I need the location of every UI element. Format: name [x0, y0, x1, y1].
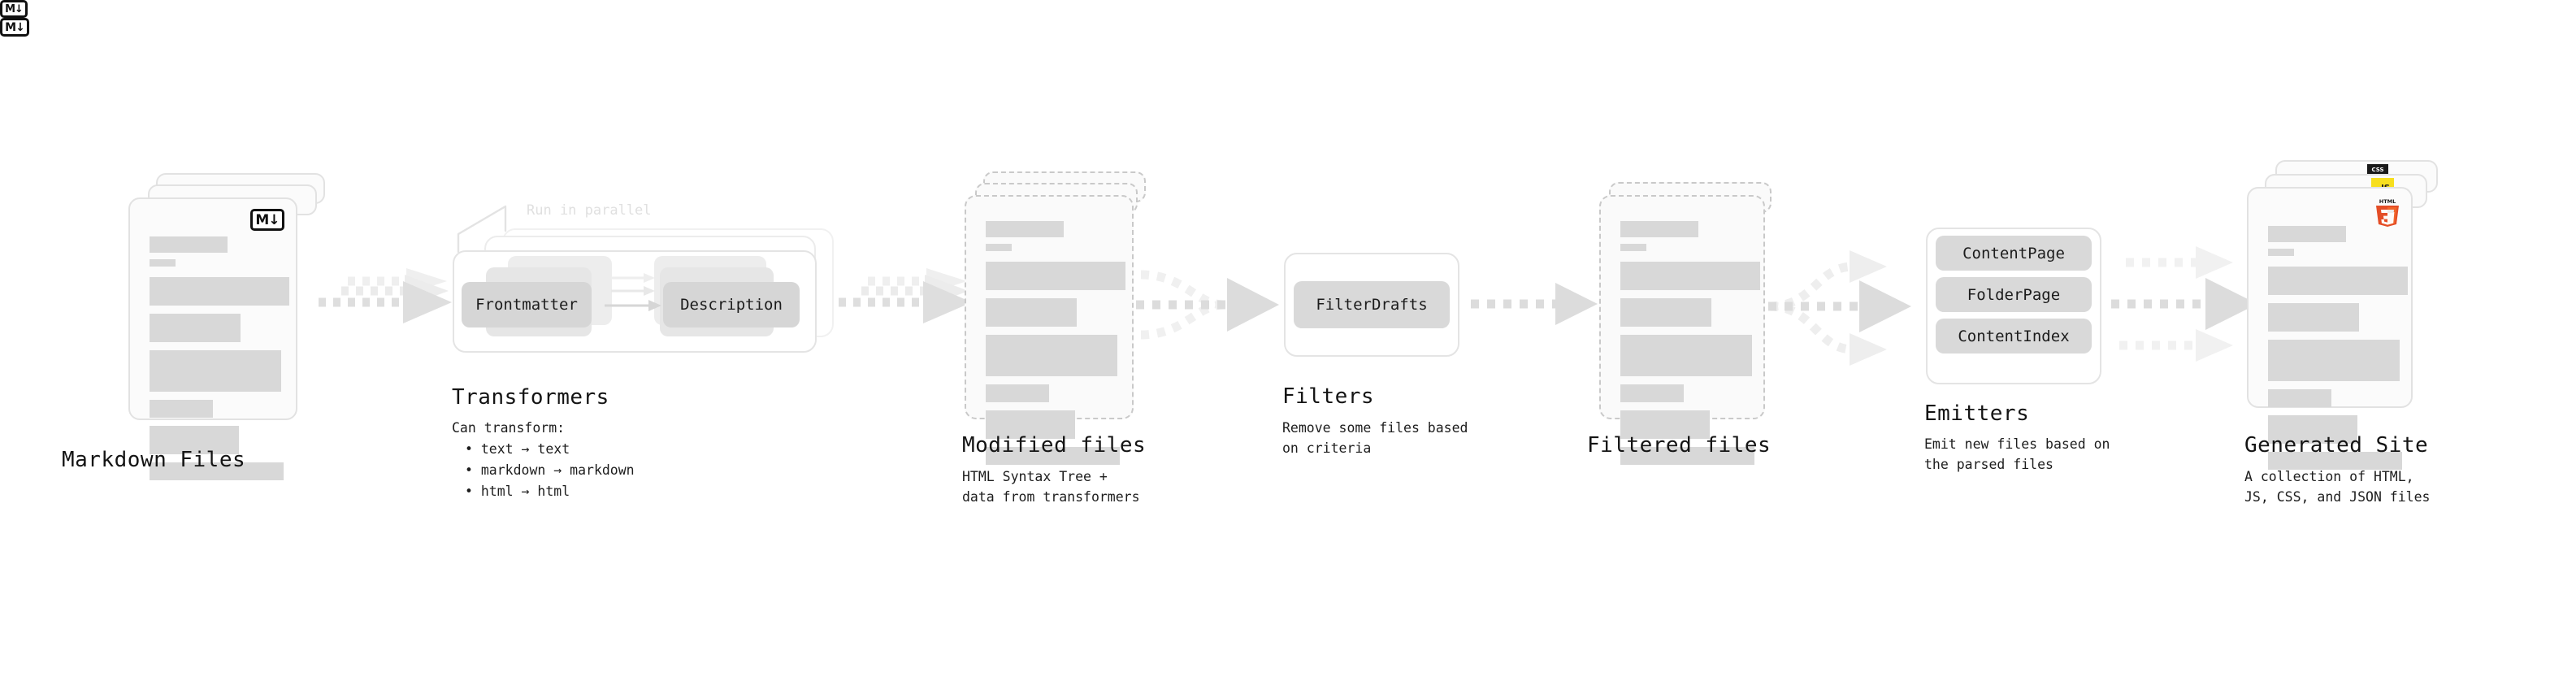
doc-line [2268, 389, 2331, 407]
doc-line [2268, 267, 2408, 295]
doc-line [150, 259, 176, 267]
doc-line [2268, 415, 2357, 444]
doc-line [150, 350, 281, 392]
doc-line [986, 221, 1064, 237]
conn-filters-to-filtered [1471, 283, 1598, 325]
stage-markdown-files: M↓ M↓ M↓ Markdown Files [0, 0, 325, 480]
doc-line [150, 462, 284, 480]
transformers-bullet-2: • html → html [465, 484, 570, 499]
generated-site-subtitle: A collection of HTML, JS, CSS, and JSON … [2244, 469, 2431, 505]
doc-line [1620, 298, 1711, 327]
emitters-subtitle: Emit new files based on the parsed files [1924, 436, 2110, 473]
doc-line [150, 426, 239, 454]
doc-line [150, 236, 228, 253]
transformers-subtitle: Can transform: [452, 420, 566, 436]
stage-title-filters: Filters [1282, 384, 1375, 409]
stage-title-transformers: Transformers [452, 385, 609, 410]
stage-title-markdown-files: Markdown Files [62, 448, 246, 472]
markdown-card-content [150, 236, 289, 480]
doc-line [986, 447, 1120, 465]
doc-line [986, 335, 1117, 376]
conn-md-to-transformers [319, 268, 452, 323]
doc-line [1620, 447, 1754, 465]
html5-icon: HTML [2376, 198, 2399, 227]
stage-title-emitters: Emitters [1924, 401, 2030, 426]
stage-title-modified-files: Modified files [962, 433, 1147, 458]
doc-line [2268, 226, 2346, 242]
doc-line [2268, 340, 2400, 381]
md-icon-back-1: M↓ [0, 18, 29, 37]
doc-line [1620, 244, 1646, 251]
stage-title-generated-site: Generated Site [2244, 433, 2429, 458]
svg-text:HTML: HTML [2379, 198, 2396, 205]
md-icon: M↓ [250, 209, 284, 231]
doc-line [1620, 384, 1684, 402]
chip-description[interactable]: Description [663, 282, 800, 327]
conn-emitters-to-site [2111, 246, 2257, 362]
conn-modified-to-filters [1136, 270, 1279, 340]
doc-line [1620, 410, 1710, 439]
chip-folderpage[interactable]: FolderPage [1936, 277, 2092, 312]
doc-line [1620, 221, 1698, 237]
doc-line [2268, 303, 2359, 332]
doc-line [150, 277, 289, 306]
doc-line [2268, 452, 2402, 470]
doc-line [1620, 335, 1752, 376]
stage-title-filtered-files: Filtered files [1587, 433, 1772, 458]
chip-filterdrafts[interactable]: FilterDrafts [1294, 281, 1450, 328]
markdown-card-front: M↓ [128, 197, 297, 480]
filters-subtitle: Remove some files based on criteria [1282, 420, 1468, 457]
doc-line [1620, 262, 1760, 290]
svg-text:CSS: CSS [2371, 167, 2383, 173]
site-card-content [2268, 226, 2408, 470]
doc-line [986, 384, 1049, 402]
transformer-inner-arrows [605, 273, 661, 311]
transformers-bullet-0: • text → text [465, 441, 570, 457]
chip-frontmatter[interactable]: Frontmatter [462, 282, 592, 327]
modified-card-front [965, 195, 1134, 465]
conn-transformers-to-modified [839, 268, 972, 323]
doc-line [986, 244, 1012, 251]
md-icon-back-2: M↓ [0, 0, 28, 18]
chip-contentpage[interactable]: ContentPage [1936, 236, 2092, 271]
chip-contentindex[interactable]: ContentIndex [1936, 319, 2092, 354]
run-in-parallel-label: Run in parallel [527, 202, 652, 219]
doc-line [986, 262, 1125, 290]
conn-filtered-to-emitters [1768, 250, 1911, 366]
doc-line [150, 400, 213, 418]
doc-line [2268, 249, 2294, 256]
transformers-bullet-1: • markdown → markdown [465, 462, 635, 478]
doc-line [150, 314, 241, 342]
modified-files-subtitle: HTML Syntax Tree + data from transformer… [962, 469, 1140, 505]
filtered-card-content [1620, 221, 1760, 465]
doc-line [986, 298, 1077, 327]
modified-card-content [986, 221, 1125, 465]
filtered-card-front [1599, 195, 1765, 465]
doc-line [986, 410, 1075, 439]
run-in-parallel-bracket [457, 205, 507, 254]
site-card-front: HTML [2247, 187, 2413, 470]
